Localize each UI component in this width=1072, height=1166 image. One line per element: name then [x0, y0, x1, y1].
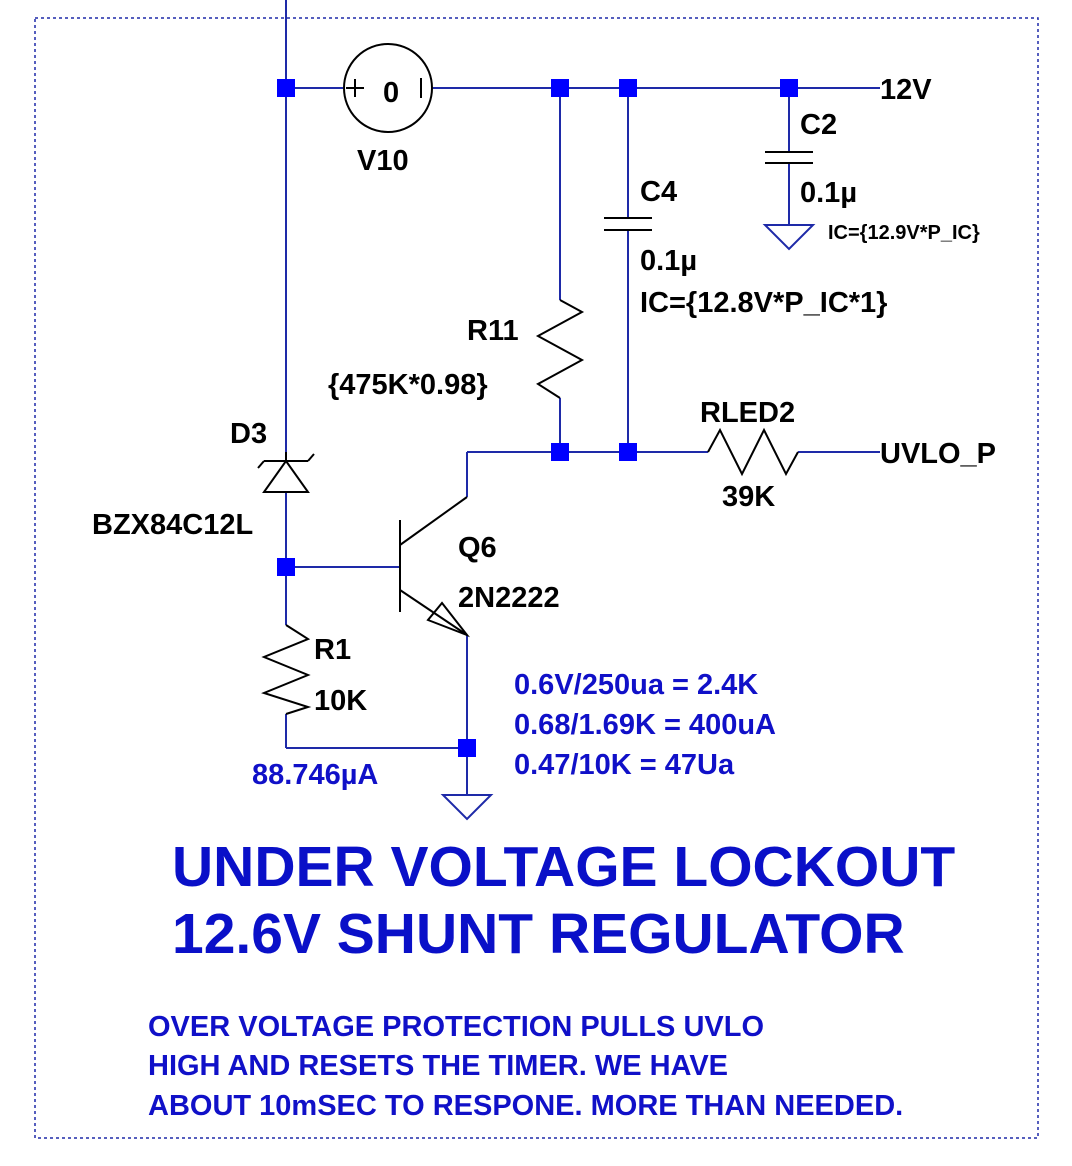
rled2-value-label: 39K: [722, 481, 775, 513]
d3-value-label: BZX84C12L: [92, 509, 253, 541]
calc-note: 0.68/1.69K = 400uA: [514, 709, 776, 741]
title-line-2: 12.6V SHUNT REGULATOR: [172, 902, 905, 966]
description-line: ABOUT 10mSEC TO RESPONE. MORE THAN NEEDE…: [148, 1090, 903, 1122]
v10-value-label: 0: [383, 77, 399, 109]
ground-c2-symbol: [762, 224, 816, 251]
sheet-border: [34, 17, 1039, 1139]
net-label-uvlo: UVLO_P: [880, 438, 996, 470]
c2-ic-label: IC={12.9V*P_IC}: [828, 222, 980, 244]
q6-name-label: Q6: [458, 532, 497, 564]
calc-note: 0.6V/250ua = 2.4K: [514, 669, 758, 701]
rled2-name-label: RLED2: [700, 397, 795, 429]
d3-zener-diode-symbol[interactable]: [257, 452, 315, 493]
v10-name-label: V10: [357, 145, 409, 177]
junction-nodes: [277, 79, 798, 757]
c4-name-label: C4: [640, 176, 677, 208]
current-probe-label: 88.746µA: [252, 759, 378, 791]
r11-name-label: R11: [467, 315, 519, 347]
c4-value-label: 0.1µ: [640, 245, 697, 277]
calc-note: 0.47/10K = 47Ua: [514, 749, 735, 781]
rled2-resistor-symbol[interactable]: [707, 427, 799, 477]
c2-name-label: C2: [800, 109, 837, 141]
q6-value-label: 2N2222: [458, 582, 560, 614]
d3-name-label: D3: [230, 418, 267, 450]
q6-transistor-symbol[interactable]: [399, 496, 471, 638]
r1-value-label: 10K: [314, 685, 367, 717]
title-line-1: UNDER VOLTAGE LOCKOUT: [172, 835, 955, 899]
c2-capacitor-symbol[interactable]: [765, 151, 813, 164]
description-line: OVER VOLTAGE PROTECTION PULLS UVLO: [148, 1011, 764, 1043]
r11-value-label: {475K*0.98}: [328, 369, 488, 401]
r11-resistor-symbol[interactable]: [535, 299, 585, 399]
c4-ic-label: IC={12.8V*P_IC*1}: [640, 287, 887, 319]
v10-source-symbol[interactable]: [343, 43, 433, 133]
net-label-12v: 12V: [880, 74, 932, 106]
r1-name-label: R1: [314, 634, 351, 666]
c2-value-label: 0.1µ: [800, 177, 857, 209]
r1-resistor-symbol[interactable]: [261, 624, 312, 715]
c4-capacitor-symbol[interactable]: [604, 217, 652, 231]
ground-emitter-symbol: [440, 794, 494, 821]
description-line: HIGH AND RESETS THE TIMER. WE HAVE: [148, 1050, 728, 1082]
